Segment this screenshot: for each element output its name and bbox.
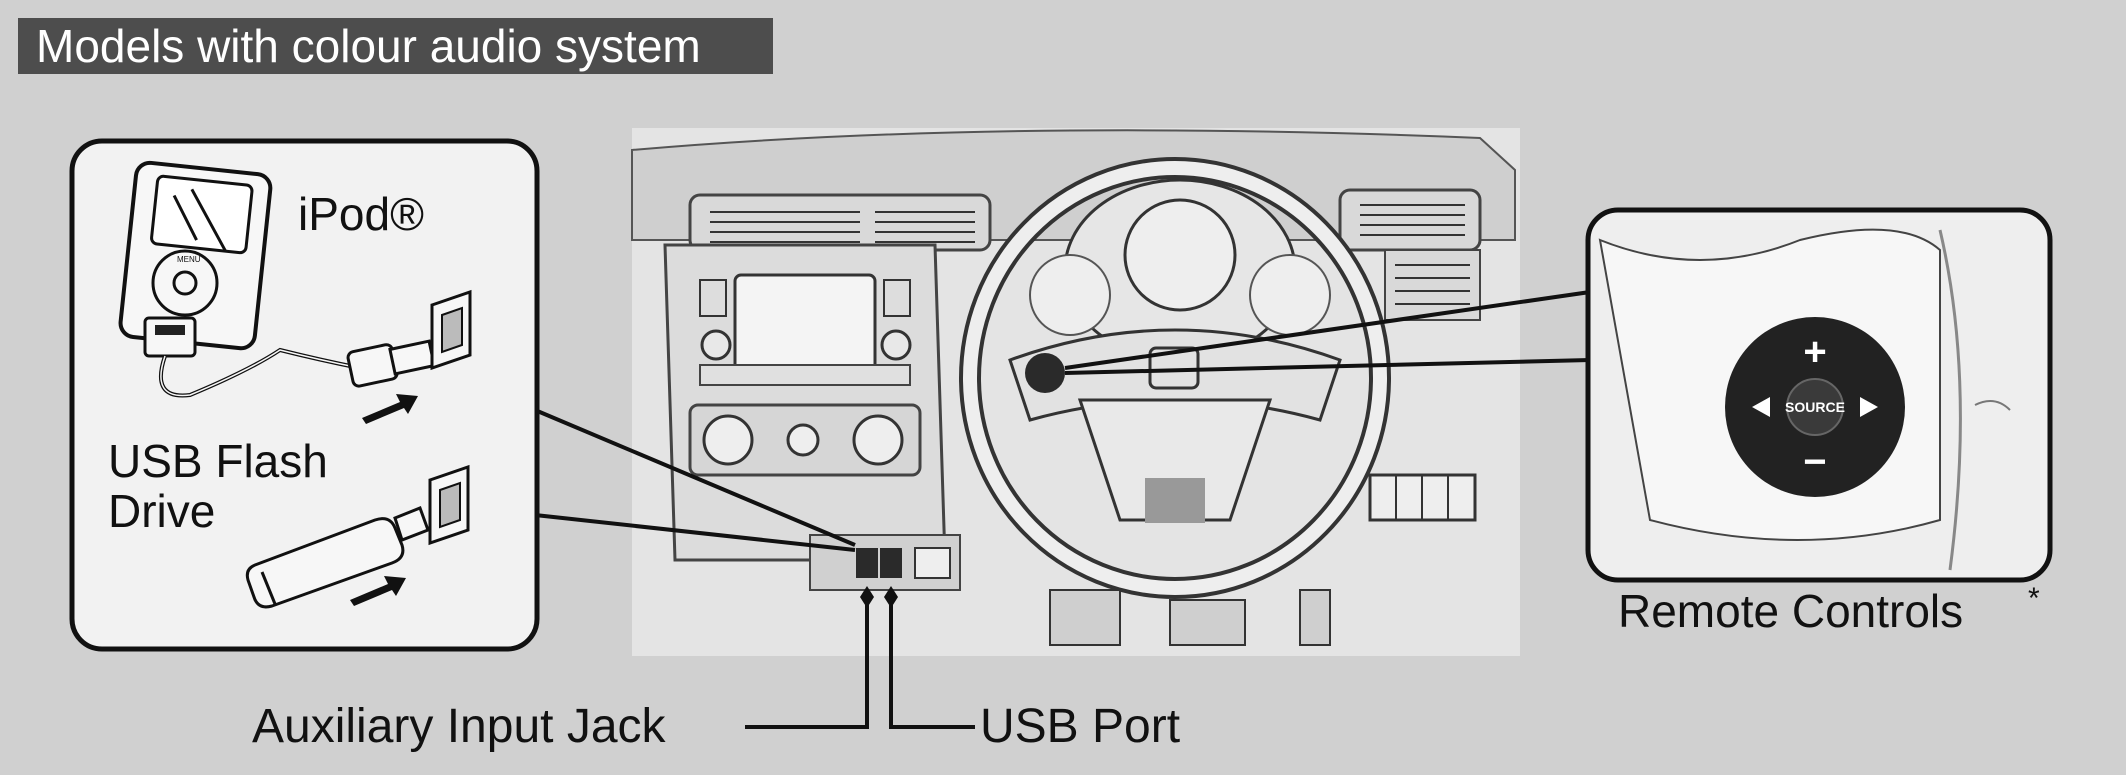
ipod-menu-text: MENU: [177, 255, 201, 264]
remote-controls-panel: SOURCE + −: [1064, 207, 2053, 583]
steering-remote-button: [1025, 353, 1065, 393]
usb-port-socket: [880, 548, 902, 578]
ipod-label: iPod®: [298, 188, 424, 240]
remote-controls-label: Remote Controls: [1618, 585, 1963, 637]
dashboard-illustration: [631, 128, 1520, 656]
usb-socket-icon-top: [430, 289, 472, 371]
usb-socket-icon-bottom: [428, 464, 470, 546]
volume-down-label: −: [1803, 440, 1826, 484]
insert-arrow-icon-bottom: [350, 576, 406, 606]
source-label: SOURCE: [1785, 399, 1845, 415]
section-header: Models with colour audio system: [18, 18, 773, 74]
insert-arrow-icon-top: [362, 394, 418, 424]
port-callout-lines: [745, 586, 975, 729]
left-arrow-icon: [1752, 397, 1770, 417]
media-devices-panel: MENU iPod® USB Flash Drive: [69, 138, 856, 652]
usb-flash-drive-icon: [245, 506, 430, 609]
usb-cable-connector-icon: [346, 339, 437, 388]
aux-jack-socket: [856, 548, 878, 578]
right-arrow-icon: [1860, 397, 1878, 417]
source-button: [1786, 378, 1844, 436]
footnote-asterisk: *: [2028, 582, 2040, 615]
usb-flash-label-line1: USB Flash: [108, 435, 328, 487]
usb-flash-label-line2: Drive: [108, 485, 215, 537]
aux-input-jack-label: Auxiliary Input Jack: [252, 700, 667, 753]
usb-port-label: USB Port: [980, 700, 1180, 753]
phone-icon: [1974, 400, 2011, 411]
volume-up-label: +: [1803, 330, 1826, 374]
ipod-icon: MENU: [118, 160, 273, 358]
